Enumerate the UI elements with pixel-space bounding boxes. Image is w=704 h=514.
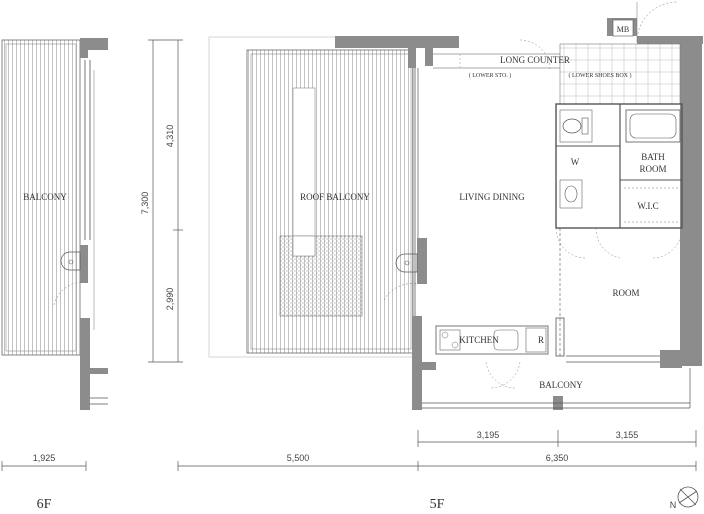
label-floor-6f: 6F: [37, 497, 52, 512]
vertical-dimension: [148, 39, 183, 363]
floor-5f-plan: [412, 1, 703, 410]
dim-width-5f: 6,350: [546, 453, 569, 463]
label-roof-balcony: ROOF BALCONY: [300, 192, 370, 202]
label-kitchen: KITCHEN: [459, 335, 499, 345]
dim-width-roof: 5,500: [287, 453, 310, 463]
dim-lower-height: 2,990: [165, 288, 175, 311]
floor-6f-plan: [1, 38, 108, 410]
dim-total-height: 7,300: [140, 192, 150, 215]
label-long-counter: LONG COUNTER: [500, 55, 570, 65]
dim-upper-height: 4,310: [165, 125, 175, 148]
label-bath-1: BATH: [641, 152, 665, 162]
label-lower-shoes-box: ( LOWER SHOES BOX ): [569, 72, 632, 79]
label-living-dining: LIVING DINING: [459, 192, 525, 202]
horizontal-dimensions: [1, 430, 697, 471]
dim-width-5f-left: 3,195: [477, 430, 500, 440]
label-floor-5f: 5F: [430, 497, 445, 512]
label-bath-2: ROOM: [639, 164, 666, 174]
label-balcony-5f: BALCONY: [539, 380, 583, 390]
label-wic: W.I.C: [637, 201, 658, 211]
label-balcony-6f: BALCONY: [23, 192, 67, 202]
compass-north-label: N: [670, 500, 677, 510]
dim-width-5f-right: 3,155: [616, 430, 639, 440]
label-lower-sto: ( LOWER STO. ): [469, 72, 512, 79]
label-mb: MB: [617, 25, 629, 34]
label-room: ROOM: [612, 288, 639, 298]
roof-balcony-area: [208, 36, 427, 358]
compass-icon: [677, 486, 699, 508]
dim-width-6f: 1,925: [33, 453, 56, 463]
label-fridge: R: [538, 335, 544, 345]
labels: BALCONY ROOF BALCONY LIVING DINING LONG …: [23, 25, 676, 512]
label-washer: W: [571, 157, 580, 167]
